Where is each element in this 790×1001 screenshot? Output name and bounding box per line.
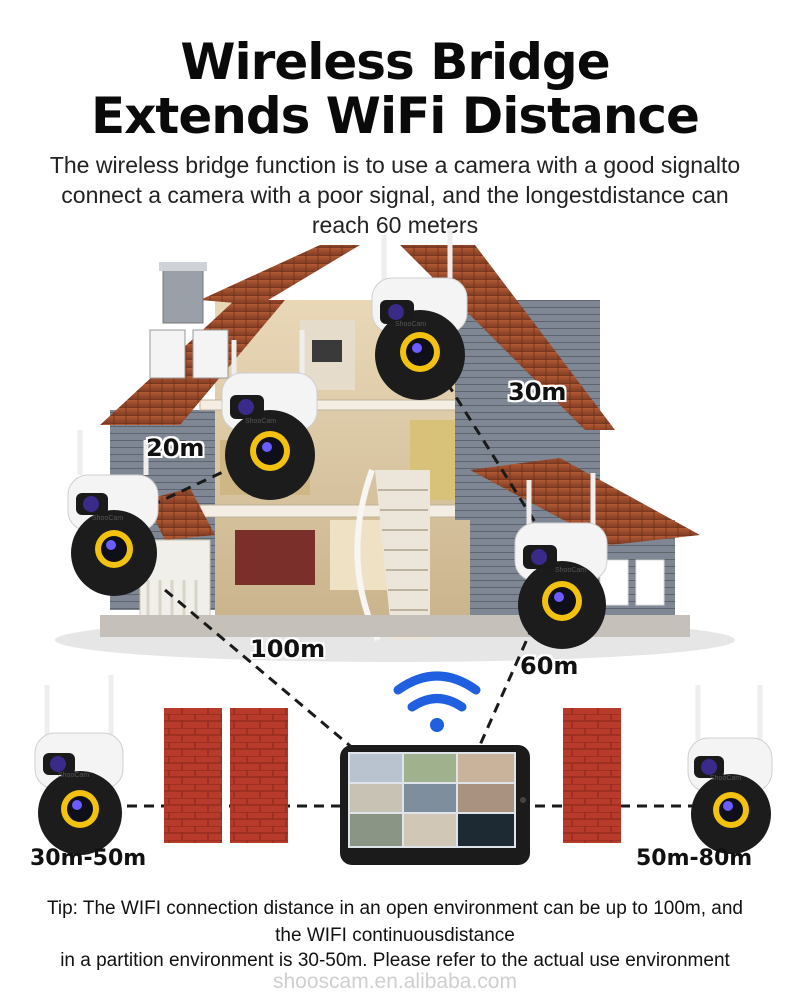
window-rw2 xyxy=(635,559,665,606)
nvr-monitor-icon xyxy=(340,745,530,865)
dormer-window-2 xyxy=(192,329,229,379)
chimney-cap xyxy=(159,262,207,271)
attic-tv xyxy=(312,340,342,362)
chimney xyxy=(162,267,204,324)
top-roof-left xyxy=(200,245,360,305)
living-room-wall xyxy=(235,530,315,585)
distance-label-60m: 60m xyxy=(520,652,579,680)
camera-top xyxy=(371,228,468,400)
distance-label-20m: 20m xyxy=(146,434,205,462)
brand-label-bottom-left: ShooCam xyxy=(58,772,89,779)
camera-bottom-left xyxy=(34,675,124,855)
porch-roof xyxy=(145,488,215,540)
brand-label-right: ShooCam xyxy=(555,567,586,574)
wifi-icon xyxy=(393,671,481,732)
link-100m xyxy=(164,588,356,752)
staircase-body xyxy=(375,470,430,640)
tip-line-3: in a partition environment is 30-50m. Pl… xyxy=(60,950,730,971)
brick-wall-3 xyxy=(563,708,621,843)
brand-label-bottom-right: ShooCam xyxy=(710,775,741,782)
brand-label-left: ShooCam xyxy=(92,515,123,522)
distance-label-100m: 100m xyxy=(250,635,326,663)
distance-label-30m: 30m xyxy=(508,378,567,406)
title-line-1: Wireless Bridge xyxy=(180,33,610,91)
range-label-right: 50m-80m xyxy=(636,846,753,871)
camera-bottom-right xyxy=(687,685,773,854)
brand-label-top: ShooCam xyxy=(395,321,426,328)
tip-line-2: the WIFI continuousdistance xyxy=(275,925,515,946)
camera-right xyxy=(514,473,608,649)
brand-label-left-upper: ShooCam xyxy=(245,418,276,425)
subtitle-line-2: connect a camera with a poor signal, and… xyxy=(61,182,729,208)
camera-left-upper xyxy=(221,330,318,500)
camera-left xyxy=(67,430,159,596)
brick-wall-1 xyxy=(164,708,222,843)
dormer-window-1 xyxy=(149,329,186,379)
brick-wall-2 xyxy=(230,708,288,843)
range-label-left: 30m-50m xyxy=(30,846,147,871)
tip-line-1: Tip: The WIFI connection distance in an … xyxy=(46,898,744,919)
title-line-2: Extends WiFi Distance xyxy=(91,87,700,145)
watermark: shooscam.en.alibaba.com xyxy=(273,970,517,993)
right-wing-roof xyxy=(470,458,700,545)
subtitle-line-1: The wireless bridge function is to use a… xyxy=(49,152,741,178)
